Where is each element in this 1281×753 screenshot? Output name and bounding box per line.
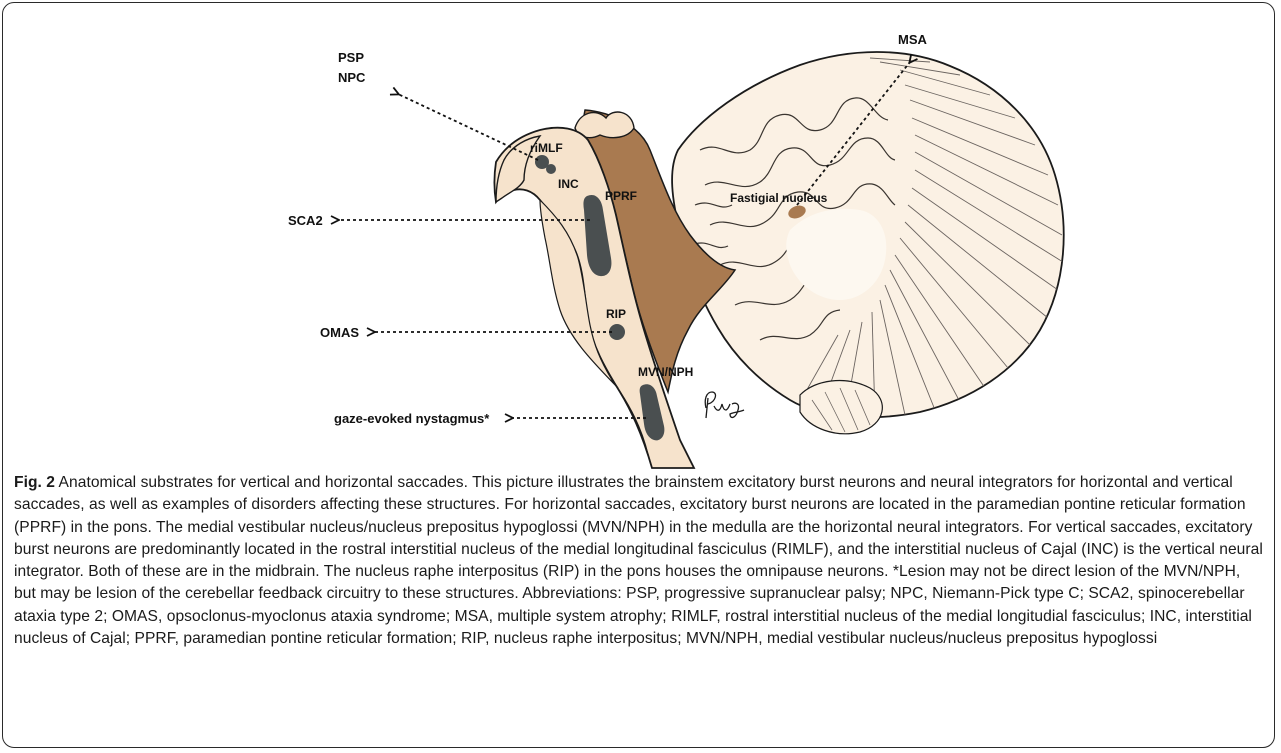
caption-label: Fig. 2 [14,474,55,491]
inc-nucleus [546,164,556,174]
gaze-label: gaze-evoked nystagmus* [334,411,490,426]
psp-label: PSP [338,50,364,65]
fastigial-label: Fastigial nucleus [730,191,828,205]
omas-label: OMAS [320,325,359,340]
figure-caption: Fig. 2 Anatomical substrates for vertica… [14,472,1266,650]
rip-label: RIP [606,307,626,321]
inc-label: INC [558,177,579,191]
caption-text: Anatomical substrates for vertical and h… [14,474,1263,647]
rimlf-label: riMLF [530,141,563,155]
brainstem-illustration: riMLF INC PPRF RIP MVN/NPH Fastigial nuc… [0,0,1281,470]
cerebellum [672,52,1064,434]
artist-signature [705,392,744,418]
mvn-nph-label: MVN/NPH [638,365,693,379]
pprf-label: PPRF [605,189,637,203]
sca2-label: SCA2 [288,213,323,228]
npc-label: NPC [338,70,366,85]
msa-label: MSA [898,32,928,47]
colliculi [575,112,634,138]
